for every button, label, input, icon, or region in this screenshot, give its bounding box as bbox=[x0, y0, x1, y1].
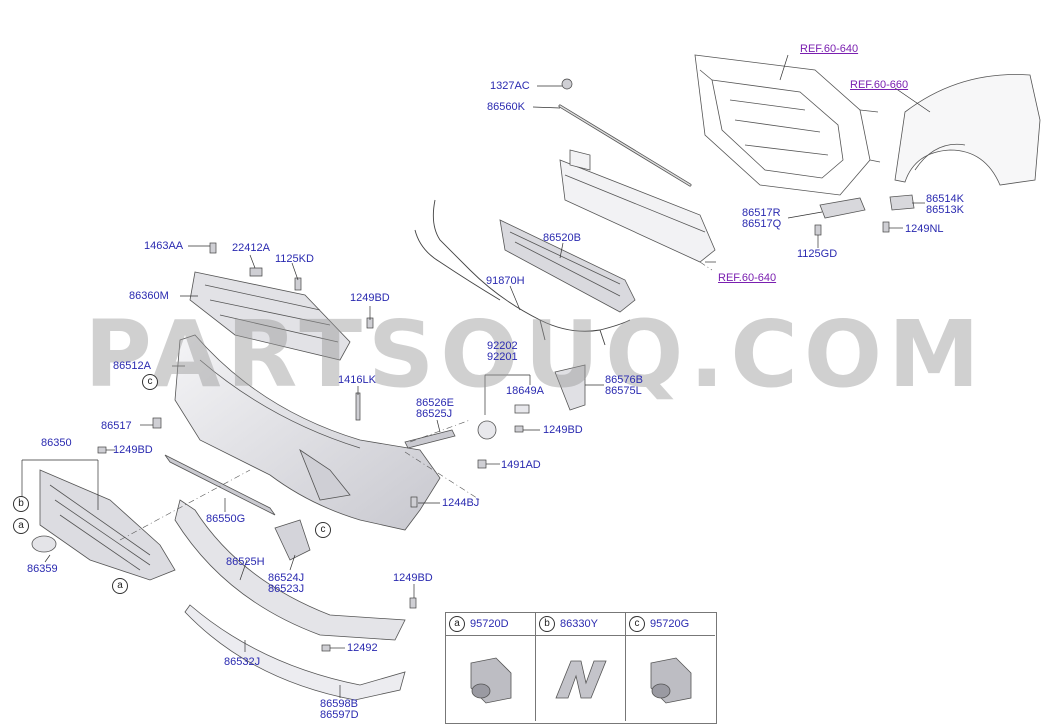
part-label-1125GD[interactable]: 1125GD bbox=[797, 248, 838, 260]
part-label-1491AD[interactable]: 1491AD bbox=[501, 459, 541, 471]
part-label-86575L[interactable]: 86575L bbox=[605, 385, 642, 397]
front-grille bbox=[39, 469, 176, 581]
part-label-18649A[interactable]: 18649A bbox=[506, 385, 544, 397]
part-label-1249NL[interactable]: 1249NL bbox=[905, 223, 944, 235]
callout-a-grille: a bbox=[112, 578, 128, 594]
part-label-86512A[interactable]: 86512A bbox=[113, 360, 151, 372]
callout-c-upper: c bbox=[142, 374, 158, 390]
part-label-86517Q[interactable]: 86517Q bbox=[742, 218, 782, 230]
legend-table: a 95720D b 86330Y c 95720G bbox=[445, 612, 717, 724]
part-label-86514K[interactable]: 86514K bbox=[926, 193, 964, 205]
radiator-support-panel bbox=[694, 54, 881, 196]
part-label-1249BD-upper[interactable]: 1249BD bbox=[350, 292, 390, 304]
leader-lines bbox=[21, 85, 925, 698]
parking-sensor-icon bbox=[650, 657, 692, 704]
lip-spoiler bbox=[184, 604, 406, 701]
callout-a-left: a bbox=[13, 518, 29, 534]
parking-sensor-icon bbox=[470, 657, 512, 704]
part-label-86350[interactable]: 86350 bbox=[41, 437, 72, 449]
part-label-86520B[interactable]: 86520B bbox=[543, 232, 581, 244]
part-label-86550G[interactable]: 86550G bbox=[206, 513, 246, 525]
part-label-1249BD-grille[interactable]: 1249BD bbox=[113, 444, 153, 456]
part-label-86359[interactable]: 86359 bbox=[27, 563, 58, 575]
part-label-86598B[interactable]: 86598B bbox=[320, 698, 358, 710]
part-label-86513K[interactable]: 86513K bbox=[926, 204, 964, 216]
legend-key-c: c bbox=[629, 616, 645, 632]
part-label-86517[interactable]: 86517 bbox=[101, 420, 132, 432]
fog-lamp bbox=[477, 404, 530, 440]
n-emblem-icon bbox=[555, 660, 607, 699]
part-label-92202[interactable]: 92202 bbox=[487, 340, 518, 352]
lower-trim-piece bbox=[274, 519, 311, 561]
part-label-86526E[interactable]: 86526E bbox=[416, 397, 454, 409]
ref-link-fender[interactable]: REF.60-660 bbox=[850, 79, 909, 91]
fasteners bbox=[97, 78, 890, 652]
legend-code-a: 95720D bbox=[470, 618, 509, 630]
side-bracket bbox=[554, 364, 586, 411]
ref-link-bumper-beam[interactable]: REF.60-640 bbox=[718, 272, 777, 284]
part-label-86525J[interactable]: 86525J bbox=[416, 408, 453, 420]
part-label-86523J[interactable]: 86523J bbox=[268, 583, 305, 595]
part-label-1463AA[interactable]: 1463AA bbox=[144, 240, 184, 252]
bumper-beam bbox=[559, 149, 716, 263]
part-label-86517R[interactable]: 86517R bbox=[742, 207, 781, 219]
part-label-86525H[interactable]: 86525H bbox=[226, 556, 265, 568]
part-label-1416LK[interactable]: 1416LK bbox=[338, 374, 376, 386]
molding-86550G bbox=[164, 454, 276, 516]
molding-86526E bbox=[404, 429, 456, 449]
part-label-86360M[interactable]: 86360M bbox=[129, 290, 169, 302]
legend-code-c: 95720G bbox=[650, 618, 690, 630]
part-label-86597D[interactable]: 86597D bbox=[320, 709, 359, 721]
part-label-1249BD-fog[interactable]: 1249BD bbox=[543, 424, 583, 436]
part-label-1244BJ[interactable]: 1244BJ bbox=[442, 497, 480, 509]
part-label-86532J[interactable]: 86532J bbox=[224, 656, 261, 668]
legend-cell-b[interactable]: b 86330Y bbox=[536, 613, 626, 721]
legend-key-a: a bbox=[449, 616, 465, 632]
wiring-harness bbox=[414, 199, 631, 346]
part-label-1327AC[interactable]: 1327AC bbox=[490, 80, 530, 92]
bumper-bracket-right bbox=[819, 197, 866, 219]
part-label-1249BD-lower[interactable]: 1249BD bbox=[393, 572, 433, 584]
callout-c-lower: c bbox=[315, 522, 331, 538]
front-bumper-cover bbox=[174, 334, 441, 531]
dash-dot-guides bbox=[119, 261, 713, 541]
legend-key-b: b bbox=[539, 616, 555, 632]
part-label-22412A[interactable]: 22412A bbox=[232, 242, 270, 254]
part-label-1125KD[interactable]: 1125KD bbox=[275, 253, 314, 265]
front-fender bbox=[894, 74, 1041, 186]
callout-b-left: b bbox=[13, 496, 29, 512]
bracket-86514K bbox=[889, 194, 915, 211]
upper-grille-trim bbox=[189, 271, 351, 361]
lower-bumper bbox=[174, 499, 406, 641]
part-label-86560K[interactable]: 86560K bbox=[487, 101, 525, 113]
emblem bbox=[31, 535, 57, 553]
legend-cell-a[interactable]: a 95720D bbox=[446, 613, 536, 721]
part-label-86524J[interactable]: 86524J bbox=[268, 572, 305, 584]
part-label-12492[interactable]: 12492 bbox=[347, 642, 378, 654]
part-label-91870H[interactable]: 91870H bbox=[486, 275, 525, 287]
energy-absorber bbox=[499, 219, 636, 313]
legend-code-b: 86330Y bbox=[560, 618, 598, 630]
legend-cell-c[interactable]: c 95720G bbox=[626, 613, 715, 721]
part-label-92201[interactable]: 92201 bbox=[487, 351, 518, 363]
ref-link-radiator[interactable]: REF.60-640 bbox=[800, 43, 859, 55]
part-label-86576B[interactable]: 86576B bbox=[605, 374, 643, 386]
